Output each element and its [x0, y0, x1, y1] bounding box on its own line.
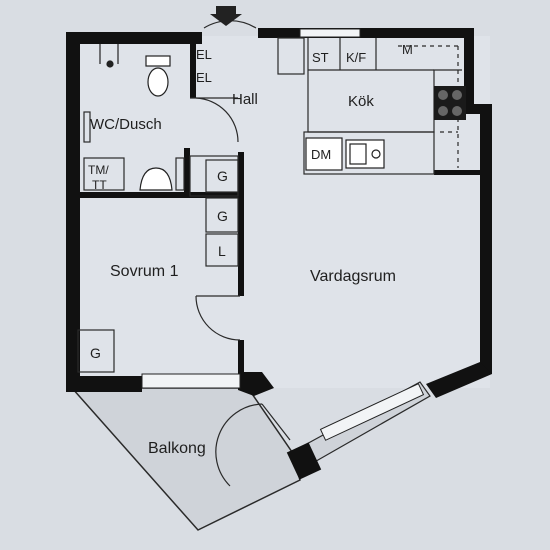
room-label-living: Vardagsrum	[310, 268, 396, 285]
interior-walls	[78, 44, 480, 376]
kitchen-sink-icon	[305, 137, 385, 171]
bath-sink-icon	[139, 167, 173, 191]
label-st: ST	[312, 50, 329, 65]
room-label-wc: WC/Dusch	[90, 116, 162, 133]
label-tt: TT	[92, 178, 107, 192]
room-label-bedroom: Sovrum 1	[110, 263, 179, 280]
outer-walls	[66, 28, 492, 480]
label-dm: DM	[311, 147, 331, 162]
label-el-2: EL	[196, 70, 212, 85]
label-g-2: G	[217, 208, 228, 224]
label-kf: K/F	[346, 50, 366, 65]
label-g-3: G	[90, 345, 101, 361]
label-tm: TM/	[88, 163, 109, 177]
stove-icon	[434, 86, 466, 120]
shower-icon	[99, 44, 119, 68]
entrance-arrow-icon	[210, 6, 242, 26]
plan-floor	[72, 36, 490, 388]
thin-lines	[77, 20, 462, 487]
label-l: L	[218, 243, 226, 259]
room-label-balcony: Balkong	[148, 440, 206, 457]
label-g-1: G	[217, 168, 228, 184]
room-label-kitchen: Kök	[348, 93, 374, 110]
room-label-hall: Hall	[232, 91, 258, 108]
toilet-icon	[145, 55, 171, 97]
label-m: M	[402, 42, 413, 57]
windows	[141, 28, 425, 441]
label-el-1: EL	[196, 47, 212, 62]
